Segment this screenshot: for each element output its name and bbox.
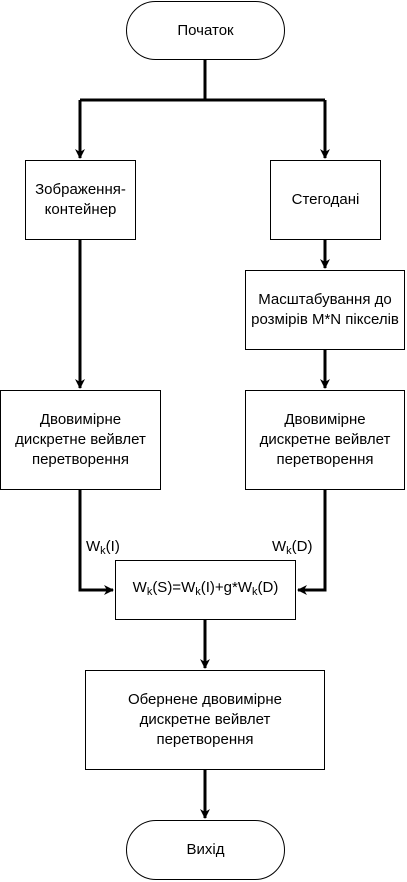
scaling-label: Масштабування до розмірів M*N пікселів (251, 291, 399, 328)
edge-label-right-arg: (D) (291, 538, 313, 555)
formula-s-arg: (S)= (152, 579, 182, 596)
edge-label-left-arg: (I) (105, 538, 120, 555)
formula-w2: W (181, 579, 196, 596)
connector-dwt-left-formula (78, 490, 114, 595)
inverse-dwt-label: Обернене двовимірне дискретне вейвлет пе… (127, 691, 283, 748)
stego-data-box: Стегодані (270, 160, 381, 240)
connector-dwt-right-formula (297, 490, 327, 595)
dwt-left-box: Двовимірне дискретне вейвлет перетворенн… (0, 390, 161, 490)
edge-label-right: Wk(D) (272, 538, 313, 560)
dwt-left-label: Двовимірне дискретне вейвлет перетворенн… (15, 411, 146, 468)
edge-label-left-k: k (100, 545, 106, 557)
edge-label-right-k: k (286, 545, 292, 557)
formula-k3: k (252, 586, 258, 598)
start-node: Початок (126, 1, 285, 60)
scaling-box: Масштабування до розмірів M*N пікселів (245, 270, 405, 350)
inverse-dwt-box: Обернене двовимірне дискретне вейвлет пе… (85, 670, 325, 770)
dwt-right-label: Двовимірне дискретне вейвлет перетворенн… (259, 411, 391, 468)
formula-text: Wk(S)=Wk(I)+g*Wk(D) (133, 578, 279, 602)
formula-box: Wk(S)=Wk(I)+g*Wk(D) (115, 560, 296, 620)
formula-k1: k (146, 586, 153, 598)
formula-w1: W (132, 579, 147, 596)
start-node-label: Початок (177, 21, 234, 39)
edge-label-right-w: W (272, 538, 287, 555)
edge-label-left: Wk(I) (86, 538, 120, 560)
stego-data-label: Стегодані (291, 191, 360, 208)
formula-w3: W (237, 579, 253, 596)
container-image-box: Зображення-контейнер (25, 160, 136, 240)
formula-d-arg: (D) (257, 579, 279, 596)
end-node: Вихід (126, 820, 285, 880)
dwt-right-box: Двовимірне дискретне вейвлет перетворенн… (245, 390, 405, 490)
end-node-label: Вихід (186, 841, 225, 858)
container-image-label: Зображення-контейнер (35, 181, 126, 218)
edge-label-left-w: W (86, 538, 101, 555)
formula-k2: k (195, 586, 201, 598)
formula-i-arg: (I)+g* (200, 579, 238, 596)
